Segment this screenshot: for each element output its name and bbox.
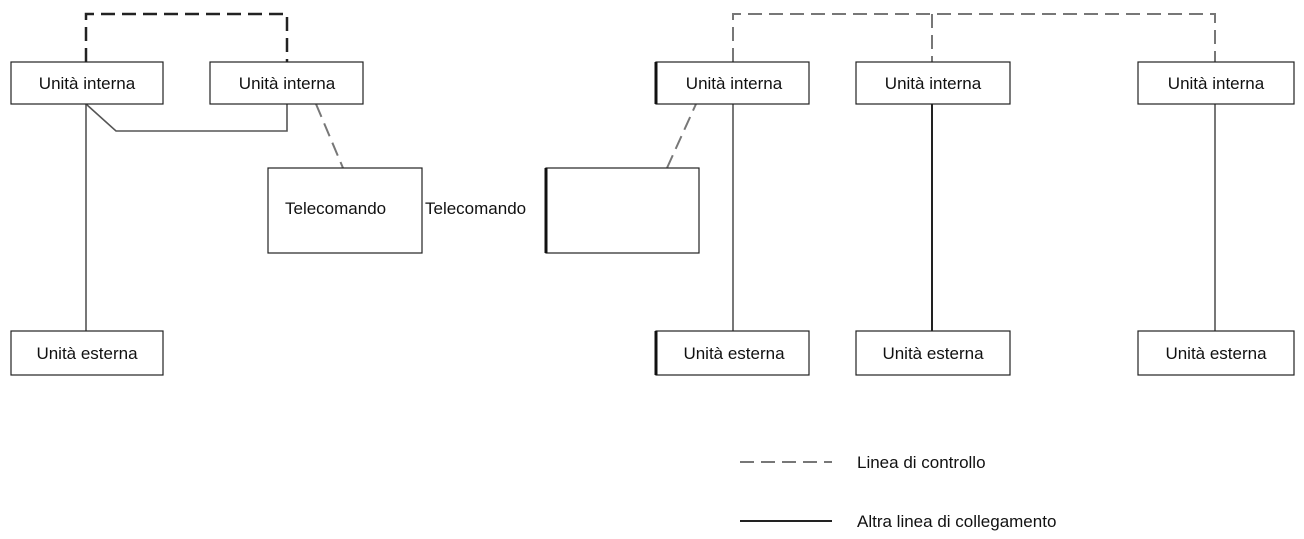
right-indoor-unit-2-label: Unità interna: [885, 74, 982, 93]
left-outdoor-unit-label: Unità esterna: [36, 344, 138, 363]
left-indoor-unit-1: Unità interna: [10, 61, 164, 105]
right-indoor-unit-1: Unità interna: [654, 61, 810, 105]
legend-other-line-label: Altra linea di collegamento: [857, 512, 1056, 531]
left-remote: Telecomando: [267, 167, 423, 254]
left-indoor-unit-2: Unità interna: [209, 61, 364, 105]
right-remote-label: Telecomando: [425, 199, 526, 218]
right-outdoor-unit-2-label: Unità esterna: [882, 344, 984, 363]
right-outdoor-unit-1: Unità esterna: [654, 330, 810, 376]
left-indoor-unit-1-label: Unità interna: [39, 74, 136, 93]
legend: Linea di controllo Altra linea di colleg…: [740, 453, 1056, 531]
legend-control-line-label: Linea di controllo: [857, 453, 986, 472]
right-indoor-unit-2: Unità interna: [855, 61, 1011, 105]
left-control-line-remote: [315, 103, 344, 169]
left-outdoor-unit: Unità esterna: [10, 330, 164, 376]
right-outdoor-unit-2: Unità esterna: [855, 330, 1011, 376]
right-outdoor-unit-1-label: Unità esterna: [683, 344, 785, 363]
left-remote-label: Telecomando: [285, 199, 386, 218]
right-indoor-unit-3: Unità interna: [1137, 61, 1295, 105]
left-system: Unità interna Unità interna Telecomando …: [10, 12, 423, 376]
right-control-line-top: [732, 13, 1216, 62]
right-control-line-remote: [666, 103, 697, 169]
right-system: Telecomando Unità interna Unità interna …: [425, 13, 1295, 376]
left-indoor-unit-2-label: Unità interna: [239, 74, 336, 93]
left-control-line-top: [84, 12, 289, 62]
right-outdoor-unit-3: Unità esterna: [1137, 330, 1295, 376]
right-indoor-unit-3-label: Unità interna: [1168, 74, 1265, 93]
right-outdoor-unit-3-label: Unità esterna: [1165, 344, 1267, 363]
right-indoor-unit-1-label: Unità interna: [686, 74, 783, 93]
right-remote: Telecomando: [425, 167, 700, 254]
left-link-indoor-units: [85, 103, 288, 132]
